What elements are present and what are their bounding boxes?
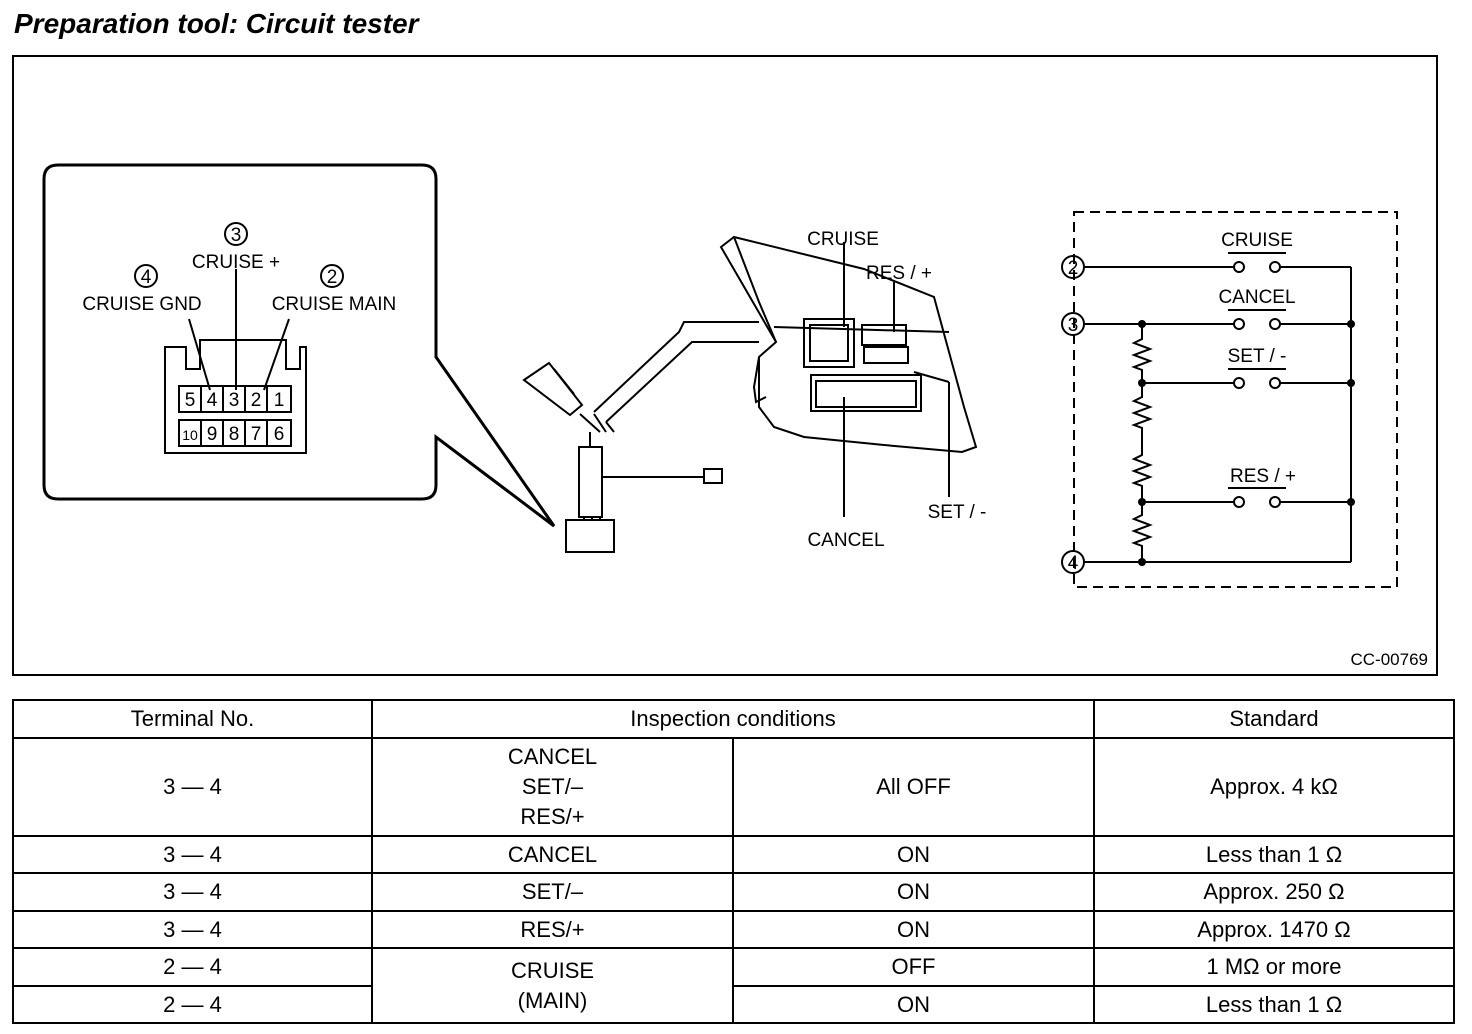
schematic (1061, 211, 1398, 588)
connector-pins-top (178, 385, 292, 413)
switch-label-cruise: CRUISE (807, 229, 879, 250)
cell-state: ON (732, 835, 1095, 874)
table-row: 3 — 4 SET/– ON Approx. 250 Ω (12, 872, 1455, 912)
pin-label: 1 (274, 390, 285, 411)
connector-terminal-3-num: 3 (231, 225, 242, 246)
table-header-row: Terminal No. Inspection conditions Stand… (12, 699, 1455, 739)
connector-terminal-3-name: CRUISE + (192, 252, 280, 273)
table-row: 3 — 4 CANCEL ON Less than 1 Ω (12, 835, 1455, 874)
pin-label: 7 (251, 424, 262, 445)
cell-switch: CANCEL SET/– RES/+ (371, 737, 734, 837)
schematic-boundary (1073, 211, 1398, 588)
pin-label: 2 (251, 390, 262, 411)
cell-state: OFF (732, 947, 1095, 987)
cell-standard: Less than 1 Ω (1093, 835, 1455, 874)
schematic-terminal-3: 3 (1068, 315, 1079, 336)
diagram-figure: 3 CRUISE + 4 CRUISE GND 2 CRUISE MAIN 5 … (12, 55, 1438, 676)
figure-code: CC-00769 (1350, 650, 1429, 669)
pin-label: 6 (274, 424, 285, 445)
schematic-terminal-4: 4 (1068, 553, 1079, 574)
pin-label: 5 (185, 390, 196, 411)
terminal-marker (224, 222, 248, 246)
pin-label: 9 (207, 424, 218, 445)
cell-state: ON (732, 985, 1095, 1024)
terminal-marker (320, 264, 344, 288)
page-title: Preparation tool: Circuit tester (14, 8, 419, 39)
pin-label: 3 (229, 390, 240, 411)
cell-standard: Approx. 4 kΩ (1093, 737, 1455, 837)
table-row: 2 — 4 CRUISE (MAIN) OFF 1 MΩ or more (12, 947, 1455, 1024)
cell-switch: RES/+ (371, 910, 734, 949)
cell-switch: SET/– (371, 872, 734, 912)
table-row: 2 — 4 ON Less than 1 Ω (12, 985, 1455, 1024)
connector-terminal-2-name: CRUISE MAIN (272, 294, 397, 315)
schematic-switch-cruise: CRUISE (1221, 230, 1293, 251)
connector-terminal-4-num: 4 (141, 267, 152, 288)
table-row: 3 — 4 CANCEL SET/– RES/+ All OFF Approx.… (12, 737, 1455, 837)
pin-label: 4 (207, 390, 218, 411)
schematic-switch-res: RES / + (1230, 466, 1296, 487)
header-inspection: Inspection conditions (371, 699, 1095, 739)
schematic-terminal-2: 2 (1068, 258, 1079, 279)
connector-terminal-2-num: 2 (327, 267, 338, 288)
schematic-switch-cancel: CANCEL (1218, 287, 1295, 308)
pin-label: 8 (229, 424, 240, 445)
wire-harness (522, 321, 759, 553)
cell-state: ON (732, 872, 1095, 912)
terminal-marker (134, 264, 158, 288)
schematic-switch-set: SET / - (1228, 346, 1287, 367)
connector-housing (164, 339, 307, 454)
cell-terminal: 3 — 4 (12, 872, 373, 912)
leader-line (263, 318, 290, 391)
diagram-canvas: 3 CRUISE + 4 CRUISE GND 2 CRUISE MAIN 5 … (42, 163, 1398, 588)
cell-terminal: 2 — 4 (12, 947, 373, 987)
callout-bubble (42, 163, 556, 528)
cell-terminal: 3 — 4 (12, 737, 373, 837)
cell-state: ON (732, 910, 1095, 949)
cell-standard: 1 MΩ or more (1093, 947, 1455, 987)
cell-standard: Approx. 1470 Ω (1093, 910, 1455, 949)
connector-terminal-4-name: CRUISE GND (82, 294, 201, 315)
cell-state: All OFF (732, 737, 1095, 837)
cell-terminal: 3 — 4 (12, 910, 373, 949)
switch-label-cancel: CANCEL (807, 530, 884, 551)
inspection-table: Terminal No. Inspection conditions Stand… (12, 699, 1455, 1024)
cell-standard: Approx. 250 Ω (1093, 872, 1455, 912)
leader-line (188, 318, 211, 391)
switch-label-set: SET / - (928, 502, 987, 523)
connector-pins-bottom (178, 419, 292, 447)
cell-switch: CRUISE (MAIN) (371, 947, 734, 1024)
header-terminal: Terminal No. (12, 699, 373, 739)
steering-switch-panel (719, 235, 978, 517)
cell-standard: Less than 1 Ω (1093, 985, 1455, 1024)
header-standard: Standard (1093, 699, 1455, 739)
cell-terminal: 3 — 4 (12, 835, 373, 874)
switch-label-res: RES / + (866, 263, 932, 284)
cell-switch: CANCEL (371, 835, 734, 874)
pin-label: 10 (182, 427, 198, 443)
table-row: 3 — 4 RES/+ ON Approx. 1470 Ω (12, 910, 1455, 949)
cell-terminal: 2 — 4 (12, 985, 373, 1024)
